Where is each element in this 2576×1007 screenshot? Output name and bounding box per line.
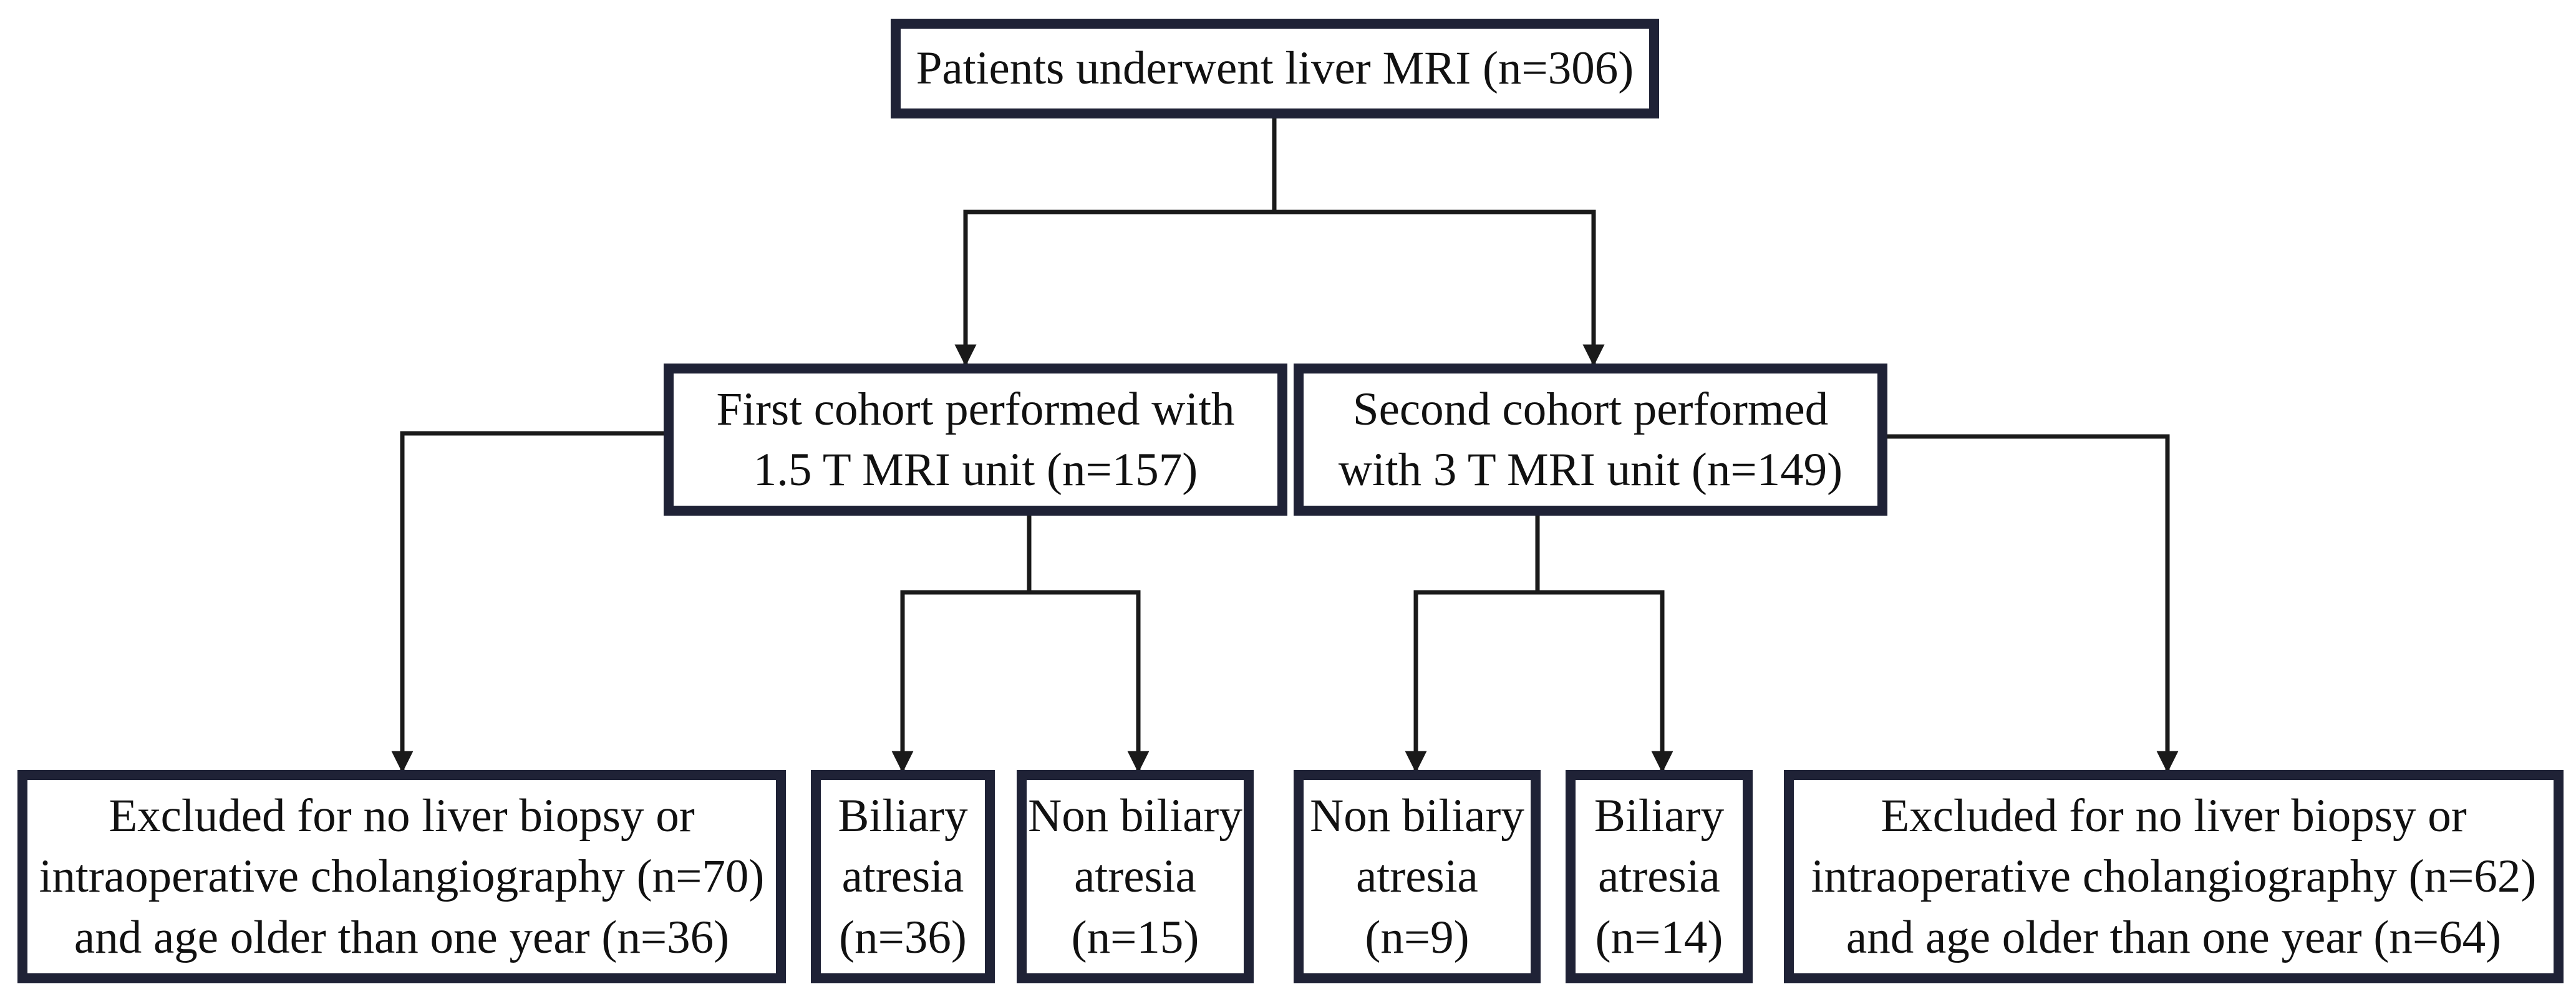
first-excluded-box: Excluded for no liver biopsy or intraope… xyxy=(17,770,786,983)
second-nba-line3: (n=9) xyxy=(1365,911,1470,963)
second-excluded-line1: Excluded for no liver biopsy or xyxy=(1881,789,2467,842)
first-cohort-box: First cohort performed with 1.5 T MRI un… xyxy=(664,364,1287,516)
first-cohort-line1: First cohort performed with xyxy=(716,383,1235,435)
second-excluded-line2: intraoperative cholangiography (n=62) xyxy=(1811,850,2537,903)
second-nba-line2: atresia xyxy=(1356,850,1478,903)
first-ba-line1: Biliary xyxy=(838,789,968,842)
first-cohort-line2: 1.5 T MRI unit (n=157) xyxy=(753,444,1198,496)
second-ba-line3: (n=14) xyxy=(1595,911,1723,963)
second-excluded-line3: and age older than one year (n=64) xyxy=(1846,911,2502,963)
first-ba-line3: (n=36) xyxy=(839,911,967,963)
first-biliary-atresia-box: Biliary atresia (n=36) xyxy=(811,770,995,983)
first-excluded-line2: intraoperative cholangiography (n=70) xyxy=(39,850,765,903)
first-nba-line1: Non biliary xyxy=(1028,789,1242,842)
second-cohort-box: Second cohort performed with 3 T MRI uni… xyxy=(1294,364,1887,516)
root-box: Patients underwent liver MRI (n=306) xyxy=(891,19,1659,118)
second-ba-line2: atresia xyxy=(1598,850,1720,903)
first-nba-line2: atresia xyxy=(1074,850,1196,903)
root-label: Patients underwent liver MRI (n=306) xyxy=(916,42,1634,95)
first-excluded-line1: Excluded for no liver biopsy or xyxy=(109,789,695,842)
second-cohort-line2: with 3 T MRI unit (n=149) xyxy=(1338,444,1843,496)
second-biliary-atresia-box: Biliary atresia (n=14) xyxy=(1566,770,1753,983)
second-nba-line1: Non biliary xyxy=(1310,789,1524,842)
first-non-biliary-atresia-box: Non biliary atresia (n=15) xyxy=(1017,770,1254,983)
second-cohort-line1: Second cohort performed xyxy=(1352,383,1829,435)
second-excluded-box: Excluded for no liver biopsy or intraope… xyxy=(1784,770,2564,983)
first-excluded-line3: and age older than one year (n=36) xyxy=(74,911,730,963)
first-nba-line3: (n=15) xyxy=(1071,911,1199,963)
second-non-biliary-atresia-box: Non biliary atresia (n=9) xyxy=(1294,770,1541,983)
first-ba-line2: atresia xyxy=(841,850,964,903)
second-ba-line1: Biliary xyxy=(1594,789,1725,842)
